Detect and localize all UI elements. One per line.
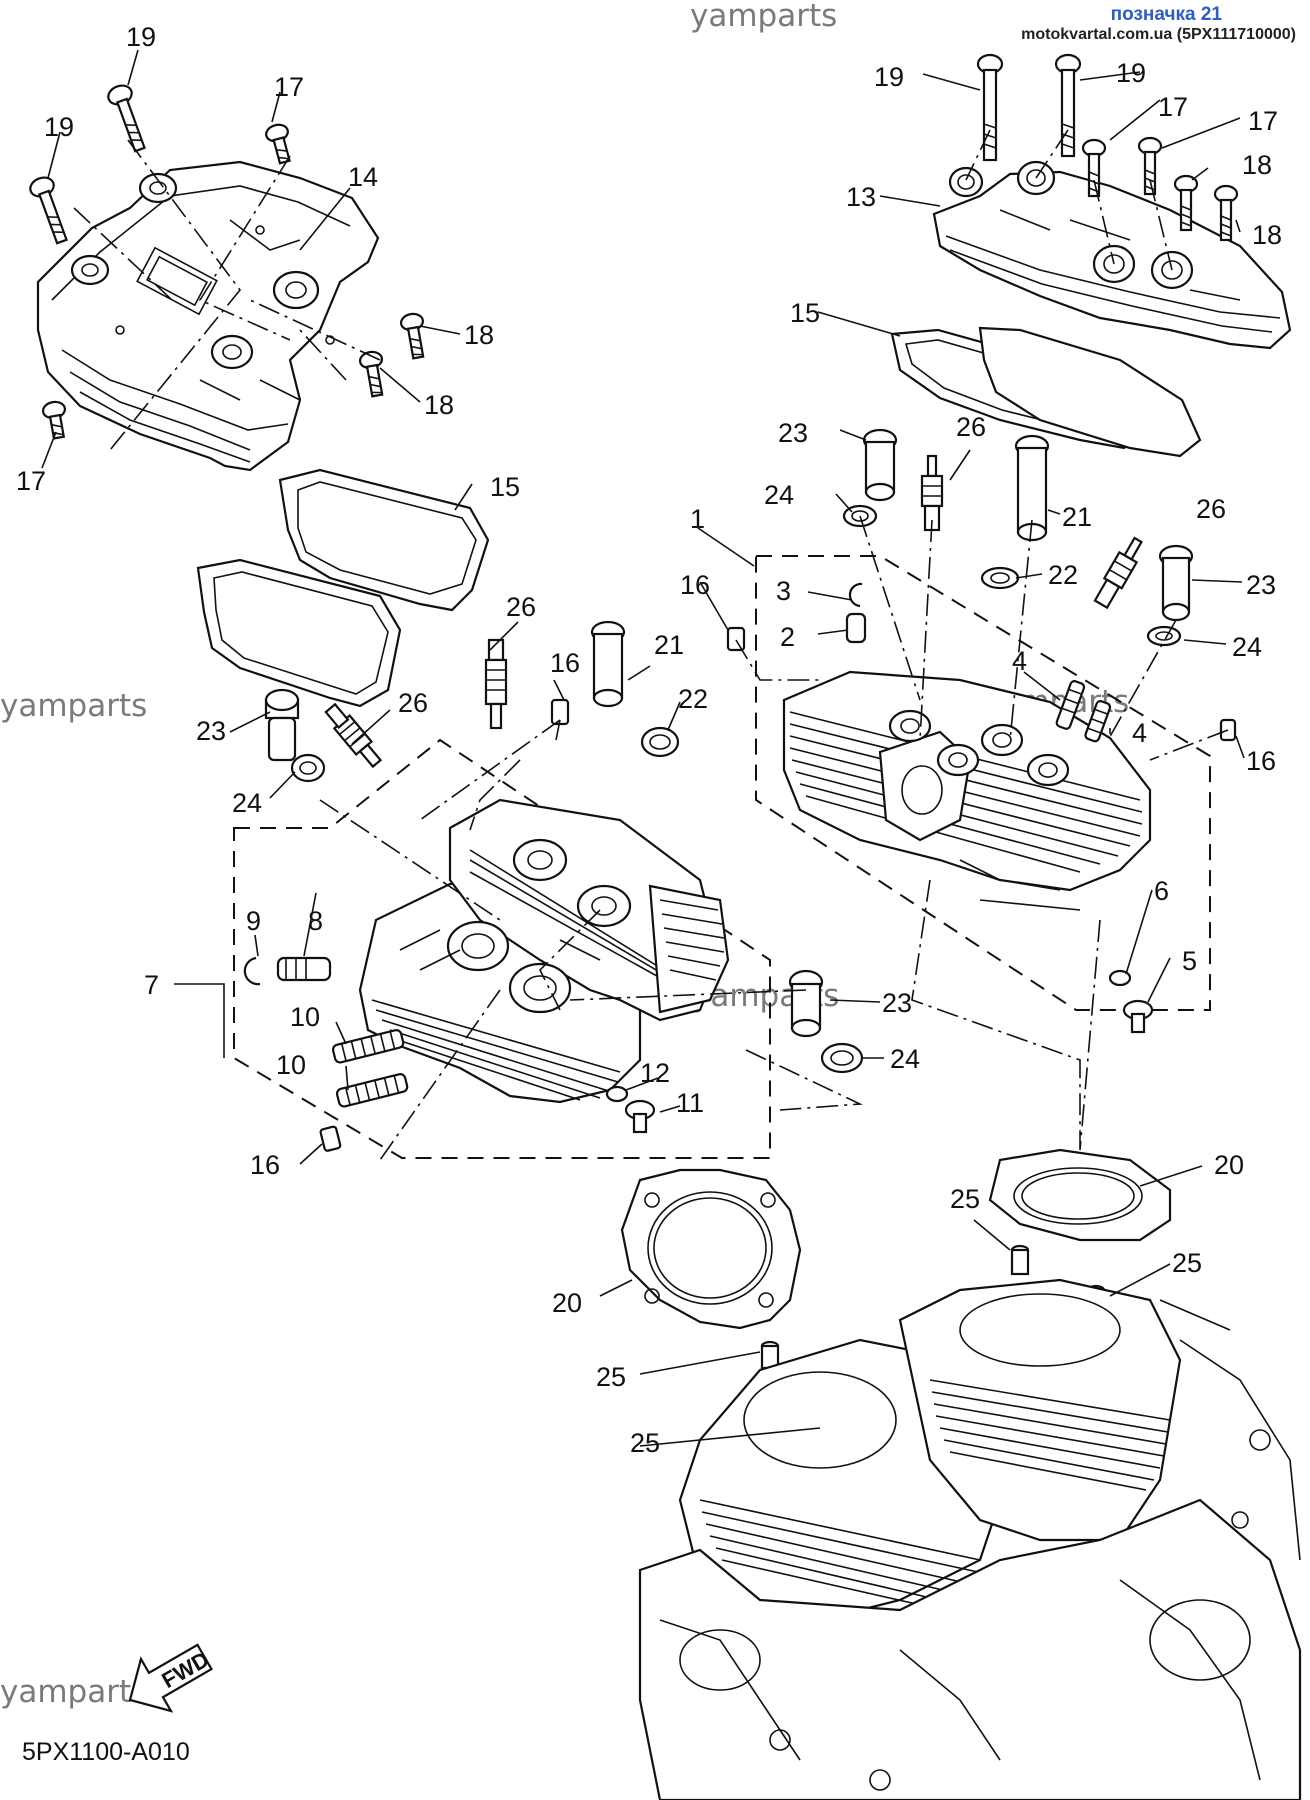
callout-18: 18 [464, 320, 494, 350]
callout-16: 16 [1246, 746, 1276, 776]
watermark: yamparts [0, 688, 147, 724]
callout-24: 24 [890, 1044, 920, 1074]
diagram-reference-title: позначка 21 [1110, 4, 1222, 25]
callout-22: 22 [1048, 560, 1078, 590]
callout-21: 21 [1062, 502, 1092, 532]
callout-20: 20 [552, 1288, 582, 1318]
callout-11: 11 [676, 1088, 704, 1118]
callout-12: 12 [640, 1058, 670, 1088]
callout-19: 19 [874, 62, 904, 92]
callout-26: 26 [1196, 494, 1226, 524]
callout-5: 5 [1182, 946, 1197, 976]
left-head-cover-gaskets [196, 468, 490, 708]
callout-17: 17 [1158, 92, 1188, 122]
callout-6: 6 [1154, 876, 1169, 906]
callout-18: 18 [424, 390, 454, 420]
callout-19: 19 [126, 22, 156, 52]
callout-7: 7 [144, 970, 159, 1000]
cylinder-head-gaskets [620, 1148, 1172, 1330]
callout-26: 26 [956, 412, 986, 442]
callout-21: 21 [654, 630, 684, 660]
watermark: yamparts [690, 0, 837, 34]
callout-14: 14 [348, 162, 378, 192]
right-head-upper-parts [842, 428, 1194, 647]
callout-10: 10 [276, 1050, 306, 1080]
callout-18: 18 [1252, 220, 1282, 250]
bolt-group-right-cover [976, 53, 1239, 242]
callout-22: 22 [678, 684, 708, 714]
callout-25: 25 [1172, 1248, 1202, 1278]
callout-15: 15 [490, 472, 520, 502]
callout-19: 19 [44, 112, 74, 142]
right-head-small-parts [726, 582, 1237, 1034]
callout-labels: 19 17 19 14 18 18 17 15 23 26 24 26 16 2… [16, 22, 1282, 1458]
callout-24: 24 [1232, 632, 1262, 662]
left-head-small-parts [243, 956, 656, 1152]
callout-23: 23 [882, 988, 912, 1018]
left-head-upper-parts [264, 620, 864, 1074]
callout-17: 17 [16, 466, 46, 496]
engine-block [638, 1278, 1302, 1800]
right-head-cover [932, 160, 1292, 350]
callout-16: 16 [550, 648, 580, 678]
callout-3: 3 [776, 576, 791, 606]
leader-lines [41, 49, 1245, 1447]
callout-8: 8 [308, 906, 323, 936]
callout-1: 1 [690, 504, 705, 534]
callout-26: 26 [506, 592, 536, 622]
right-cylinder-head [755, 555, 1211, 1011]
callout-16: 16 [250, 1150, 280, 1180]
callout-4: 4 [1132, 718, 1147, 748]
callout-10: 10 [290, 1002, 320, 1032]
callout-23: 23 [778, 418, 808, 448]
callout-4: 4 [1012, 646, 1027, 676]
watermark: yamparts [0, 1674, 147, 1710]
callout-24: 24 [232, 788, 262, 818]
callout-25: 25 [630, 1428, 660, 1458]
callout-9: 9 [246, 906, 261, 936]
callout-2: 2 [780, 622, 795, 652]
right-head-cover-gaskets [890, 326, 1202, 458]
callout-23: 23 [1246, 570, 1276, 600]
callout-19: 19 [1116, 58, 1146, 88]
callout-15: 15 [790, 298, 820, 328]
callout-13: 13 [846, 182, 876, 212]
bolt-group-left-cover [29, 84, 425, 440]
callout-18: 18 [1242, 150, 1272, 180]
callout-23: 23 [196, 716, 226, 746]
callout-17: 17 [1248, 106, 1278, 136]
left-head-cover [36, 160, 380, 472]
callout-25: 25 [596, 1362, 626, 1392]
callout-16: 16 [680, 570, 710, 600]
callout-25: 25 [950, 1184, 980, 1214]
callout-20: 20 [1214, 1150, 1244, 1180]
callout-17: 17 [274, 72, 304, 102]
source-site-label: motokvartal.com.ua (5PX111710000) [1021, 26, 1296, 43]
diagram-code: 5PX1100-A010 [22, 1738, 190, 1766]
callout-24: 24 [764, 480, 794, 510]
callout-26: 26 [398, 688, 428, 718]
